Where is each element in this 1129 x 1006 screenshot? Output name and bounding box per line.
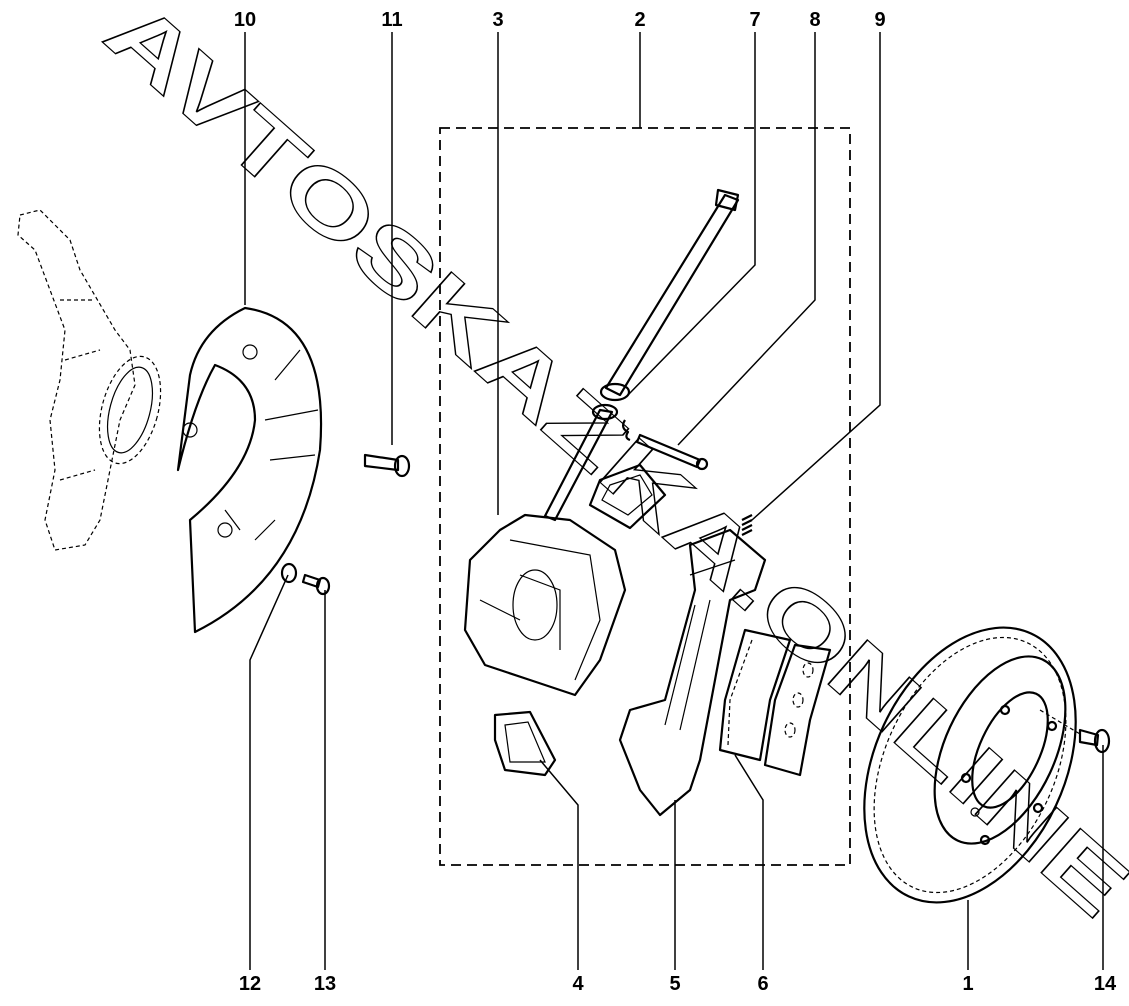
seal-4-upper (588, 463, 667, 530)
pin-8 (635, 433, 709, 471)
callout-5: 5 (669, 973, 681, 995)
callout-9: 9 (874, 9, 886, 31)
callout-1: 1 (962, 973, 974, 995)
guide-pin-hose (543, 188, 740, 522)
screw-13 (301, 573, 331, 596)
callout-13: 13 (313, 973, 337, 995)
watermark-logo: AVTOSKAZKA.ONLINE (87, 0, 1129, 936)
brake-pad-inner (718, 628, 792, 762)
callout-8: 8 (809, 9, 821, 31)
bolt-11 (363, 453, 411, 478)
callout-10: 10 (233, 9, 257, 31)
brake-disc (863, 626, 1077, 904)
brake-pad-outer (763, 643, 832, 777)
steering-knuckle (17, 209, 162, 551)
callout-6: 6 (757, 973, 769, 995)
kit-boundary-box (439, 127, 851, 866)
callout-3: 3 (492, 9, 504, 31)
callout-2: 2 (634, 9, 646, 31)
brake-caliper (463, 513, 627, 697)
brake-splash-shield (176, 306, 323, 634)
clip-7 (621, 419, 631, 442)
spring-9 (741, 514, 753, 536)
callout-4: 4 (572, 973, 584, 995)
callout-12: 12 (238, 973, 262, 995)
caliper-bracket (618, 528, 767, 817)
leader-lines (244, 32, 1104, 970)
callout-7: 7 (749, 9, 761, 31)
bolt-14 (1039, 709, 1111, 754)
washer-12 (280, 562, 298, 584)
callout-14: 14 (1093, 973, 1117, 995)
seal-4-lower (493, 710, 557, 777)
callout-11: 11 (381, 9, 403, 31)
